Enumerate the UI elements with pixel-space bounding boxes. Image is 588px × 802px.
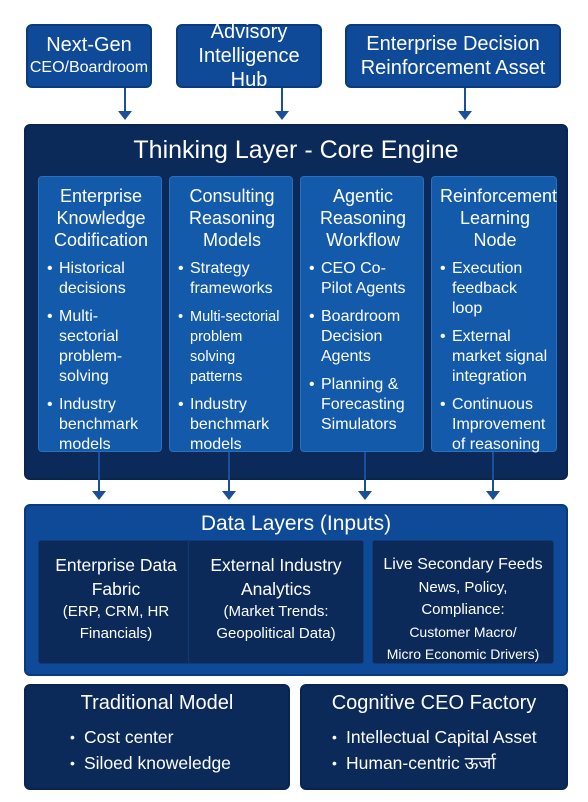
- column-title-line: Consulting: [189, 186, 275, 206]
- top-box-next-gen: Next-Gen CEO/Boardroom: [26, 24, 152, 88]
- column-list: CEO Co-Pilot Agents Boardroom Decision A…: [309, 259, 417, 435]
- arrow-down-icon: [118, 88, 132, 120]
- column-title-line: Reasoning: [319, 208, 407, 228]
- core-engine-panel: Thinking Layer - Core Engine Enterprise …: [24, 124, 568, 480]
- list-item: Boardroom Decision Agents: [309, 307, 417, 367]
- top-box-line2: CEO/Boardroom: [29, 59, 149, 76]
- arrow-down-icon: [458, 88, 472, 120]
- core-engine-title: Thinking Layer - Core Engine: [133, 136, 459, 164]
- traditional-model-panel: Traditional Model Cost center Siloed kno…: [24, 684, 290, 790]
- panel-list: Intellectual Capital Asset Human-centric…: [332, 724, 537, 776]
- column-title-line: Workflow: [326, 230, 400, 250]
- arrow-down-icon: [358, 452, 372, 500]
- data-cell-sub: Customer Macro/: [409, 624, 517, 640]
- arrow-down-icon: [92, 452, 106, 500]
- data-cell-title: External Industry: [210, 555, 342, 575]
- top-box-line1: Enterprise Decision: [366, 33, 540, 55]
- top-box-enterprise-decision: Enterprise Decision Reinforcement Asset: [345, 24, 561, 88]
- list-item: Industry benchmark models: [178, 395, 286, 455]
- data-cell-title: Live Secondary Feeds: [383, 556, 543, 573]
- data-cell-live-feeds: Live Secondary Feeds News, Policy, Compl…: [372, 540, 554, 664]
- data-layers-title: Data Layers (Inputs): [200, 512, 392, 535]
- column-list: Strategy frameworks Multi-sectorial prob…: [178, 259, 286, 455]
- panel-title: Traditional Model: [80, 692, 234, 714]
- list-item: Intellectual Capital Asset: [332, 724, 537, 750]
- data-cell-sub: News, Policy,: [418, 579, 508, 596]
- panel-list: Cost center Siloed knoweledge: [70, 724, 231, 776]
- data-cell-sub: Micro Economic Drivers): [386, 646, 540, 662]
- data-cell-enterprise: Enterprise Data Fabric (ERP, CRM, HR Fin…: [38, 540, 194, 664]
- top-box-line2: Reinforcement Asset: [360, 57, 546, 79]
- data-cell-sub: (Market Trends:: [223, 603, 329, 620]
- core-column-knowledge: Enterprise Knowledge Codification Histor…: [38, 176, 162, 455]
- column-title-line: Learning Node: [459, 208, 531, 250]
- column-title-line: Reasoning: [188, 208, 276, 228]
- top-box-line1: Advisory: [210, 21, 288, 43]
- core-column-reinforcement: Reinforcement Learning Node Execution fe…: [431, 176, 558, 455]
- column-title-line: Codification: [53, 230, 149, 250]
- data-cell-sub: Geopolitical Data): [216, 625, 336, 642]
- list-item: Cost center: [70, 724, 231, 750]
- column-title: Reinforcement Learning Node: [440, 185, 558, 251]
- data-cell-sub: (ERP, CRM, HR: [62, 603, 170, 620]
- list-item: Siloed knoweledge: [70, 750, 231, 776]
- column-title-line: Knowledge: [56, 208, 146, 228]
- list-item: Multi-sectorial problem solving patterns: [178, 307, 286, 387]
- data-cell-title: Fabric: [91, 579, 141, 599]
- core-column-consulting: Consulting Reasoning Models Strategy fra…: [169, 176, 293, 455]
- top-box-line1: Next-Gen: [46, 34, 132, 56]
- list-item: Multi-sectorial problem-solving: [47, 307, 155, 387]
- list-item: Human-centric ऊर्जा: [332, 750, 537, 776]
- top-box-line2: Intelligence Hub: [198, 45, 300, 91]
- data-cell-title: Analytics: [240, 579, 312, 599]
- column-title: Enterprise Knowledge Codification: [47, 185, 155, 251]
- data-cell-title: Enterprise Data: [55, 555, 177, 575]
- data-cell-sub: Financials): [79, 625, 153, 642]
- data-layers-panel: Data Layers (Inputs) Enterprise Data Fab…: [24, 504, 568, 676]
- column-title-line: Enterprise: [59, 186, 143, 206]
- list-item: Planning & Forecasting Simulators: [309, 375, 417, 435]
- data-cell-external: External Industry Analytics (Market Tren…: [188, 540, 364, 664]
- core-column-agentic: Agentic Reasoning Workflow CEO Co-Pilot …: [300, 176, 424, 452]
- arrow-down-icon: [275, 88, 289, 120]
- column-list: Historical decisions Multi-sectorial pro…: [47, 259, 155, 455]
- panel-title: Cognitive CEO Factory: [331, 692, 537, 714]
- list-item: Industry benchmark models: [47, 395, 155, 455]
- list-item: Execution feedback loop: [440, 259, 550, 319]
- column-title-line: Models: [202, 230, 262, 250]
- list-item: Strategy frameworks: [178, 259, 286, 299]
- data-cell-sub: Compliance:: [421, 601, 505, 618]
- column-title-line: Agentic: [332, 186, 394, 206]
- list-item: CEO Co-Pilot Agents: [309, 259, 417, 299]
- cognitive-ceo-factory-panel: Cognitive CEO Factory Intellectual Capit…: [300, 684, 568, 790]
- column-title: Agentic Reasoning Workflow: [309, 185, 417, 251]
- column-list: Execution feedback loop External market …: [440, 259, 550, 455]
- arrow-down-icon: [222, 452, 236, 500]
- column-title-line: Reinforcement: [440, 186, 558, 206]
- list-item: Continuous Improvement of reasoning: [440, 395, 550, 455]
- list-item: External market signal integration: [440, 327, 550, 387]
- arrow-down-icon: [486, 452, 500, 500]
- list-item: Historical decisions: [47, 259, 155, 299]
- column-title: Consulting Reasoning Models: [178, 185, 286, 251]
- top-box-advisory: Advisory Intelligence Hub: [176, 21, 322, 91]
